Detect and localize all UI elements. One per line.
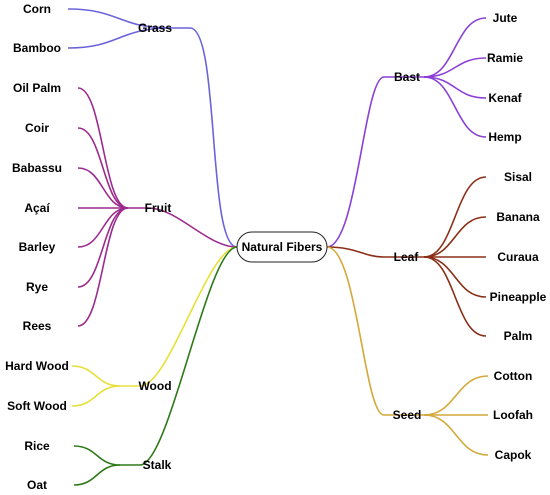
leaf-label-cotton: Cotton (494, 369, 533, 383)
leaf-edge-rice (73, 445, 121, 466)
leaf-edge-ramie (423, 57, 487, 78)
leaf-label-kenaf: Kenaf (488, 91, 522, 105)
leaf-edge-palm (423, 256, 487, 337)
leaf-label-oil-palm: Oil Palm (13, 81, 61, 95)
branch-seed (326, 246, 385, 416)
leaf-label-capok: Capok (495, 448, 532, 462)
group-label-grass: Grass (138, 21, 172, 35)
leaf-label-a-a-: Açaí (24, 201, 50, 215)
root-node-label: Natural Fibers (242, 240, 323, 254)
branch-wood (139, 246, 238, 387)
leaf-label-corn: Corn (23, 2, 51, 16)
leaf-label-rees: Rees (23, 319, 52, 333)
leaf-edge-hemp (423, 76, 487, 138)
leaf-edge-rees (77, 207, 129, 327)
leaf-edge-corn (67, 8, 171, 29)
leaf-edge-babassu (77, 167, 129, 209)
group-label-fruit: Fruit (145, 201, 172, 215)
leaf-edge-cotton (423, 375, 489, 416)
leaf-label-ramie: Ramie (487, 51, 523, 65)
group-label-stalk: Stalk (143, 458, 172, 472)
group-label-seed: Seed (393, 408, 422, 422)
leaf-label-coir: Coir (25, 121, 49, 135)
leaf-edge-oil-palm (77, 87, 129, 209)
leaf-label-banana: Banana (496, 210, 540, 224)
root-node-box (236, 231, 328, 263)
leaf-edge-sisal (423, 176, 487, 258)
leaf-edge-rye (77, 207, 129, 288)
leaf-edge-kenaf (423, 76, 487, 99)
leaf-label-babassu: Babassu (12, 161, 62, 175)
leaf-edge-banana (423, 216, 487, 258)
leaf-edge-coir (77, 127, 129, 209)
leaf-label-soft-wood: Soft Wood (7, 399, 67, 413)
branch-bast (326, 76, 385, 248)
branch-stalk (139, 246, 238, 466)
leaf-label-jute: Jute (493, 11, 518, 25)
leaf-label-hemp: Hemp (488, 130, 521, 144)
group-label-leaf: Leaf (394, 250, 420, 264)
leaf-label-pineapple: Pineapple (490, 290, 547, 304)
leaf-label-sisal: Sisal (504, 170, 532, 184)
mind-map-edges (67, 8, 489, 486)
leaf-label-loofah: Loofah (493, 408, 533, 422)
leaf-label-rye: Rye (26, 280, 48, 294)
leaf-edge-bamboo (67, 27, 171, 49)
leaf-label-barley: Barley (19, 240, 56, 254)
leaf-edge-hard-wood (71, 365, 121, 387)
leaf-edge-soft-wood (71, 385, 121, 407)
branch-grass (189, 27, 238, 248)
leaf-label-curaua: Curaua (497, 250, 539, 264)
leaf-edge-oat (73, 464, 121, 486)
leaf-label-palm: Palm (504, 329, 533, 343)
leaf-label-hard-wood: Hard Wood (5, 359, 69, 373)
group-label-wood: Wood (138, 379, 171, 393)
branch-fruit (147, 207, 238, 248)
group-label-bast: Bast (394, 70, 420, 84)
leaf-label-rice: Rice (24, 439, 50, 453)
leaf-label-bamboo: Bamboo (13, 41, 61, 55)
leaf-label-oat: Oat (27, 478, 47, 492)
branch-leaf (326, 246, 385, 258)
leaf-edge-jute (423, 17, 487, 78)
leaf-edge-barley (77, 207, 129, 248)
leaf-edge-pineapple (423, 256, 487, 298)
leaf-edge-capok (423, 414, 489, 456)
